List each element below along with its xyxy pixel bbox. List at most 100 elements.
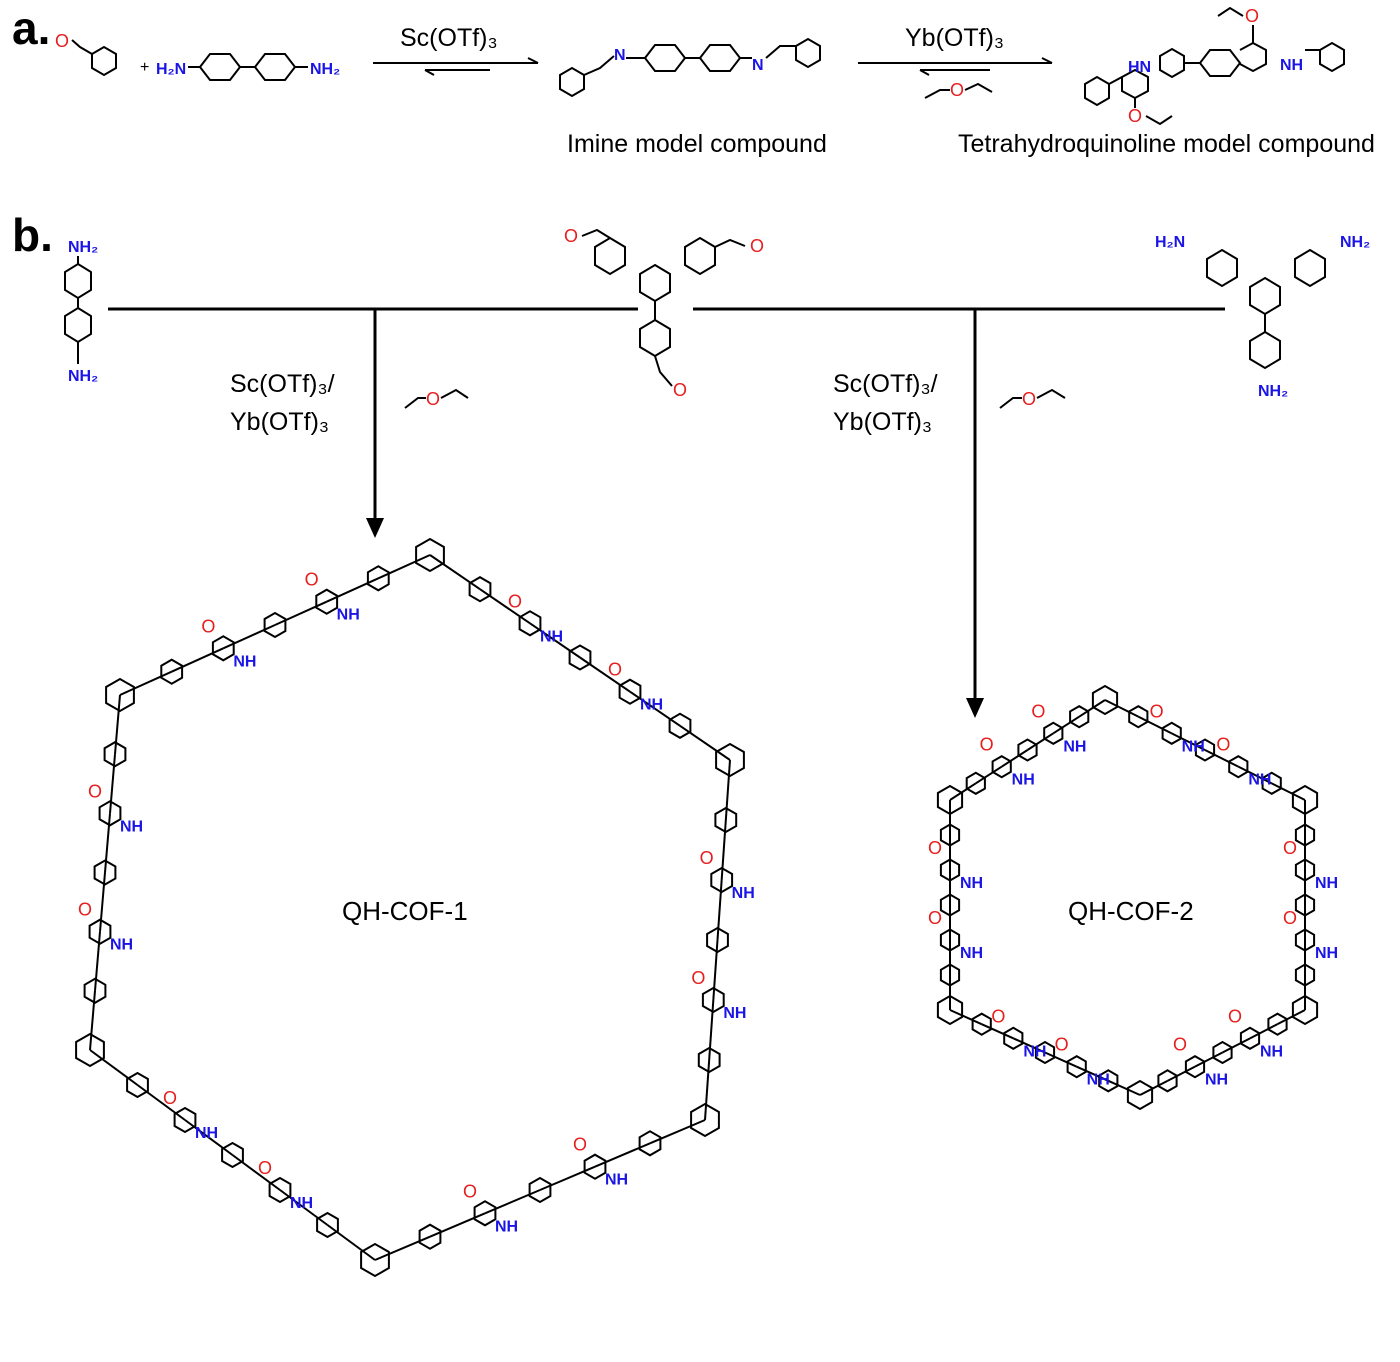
cof1-ether-o-label: O [163, 1088, 177, 1108]
cof2-linker-bond [1271, 782, 1306, 801]
cof2-ether-o-label: O [1031, 701, 1045, 721]
plus-sign: + [140, 59, 149, 76]
aldehyde-o-bottom: O [673, 380, 687, 400]
imine-model-compound-structure: N N [559, 37, 821, 98]
triamine-nh2-left: H₂N [1155, 234, 1185, 251]
cof1-linker-bond [429, 1212, 486, 1238]
cof1-linker-bond [99, 872, 106, 932]
cof1-linker-ring [528, 1176, 552, 1204]
cof1-linker-bond [484, 1189, 541, 1215]
catalyst-sc: Sc(OTf)₃ [400, 24, 498, 52]
cof2-linker-bond [1076, 1065, 1109, 1082]
cof1-nh-label: NH [540, 628, 563, 645]
cof1-linker-ring [418, 1223, 442, 1250]
cof1-linker-bond [704, 1059, 711, 1121]
cof1-ether-o-label: O [691, 968, 705, 988]
cof1-linker-ring [93, 859, 117, 886]
cof1-ether-o-label: O [258, 1158, 272, 1178]
cof1-linker-bond [724, 759, 731, 821]
thq-model-compound-structure: HN O NH O [1084, 6, 1345, 126]
cof2-linker-bond [1001, 749, 1029, 768]
cof2-linker-bond [1012, 1037, 1046, 1054]
cof2-linker-bond [1104, 699, 1139, 718]
cof2-nh-label: NH [1205, 1072, 1228, 1089]
cof1-linker-bond [222, 624, 276, 650]
cof2-linker-bond [1052, 715, 1080, 735]
cof1-linker-ring [103, 741, 127, 768]
cof2-nh-label: NH [1023, 1043, 1046, 1060]
thq-ether-oxygen-bottom: O [1128, 106, 1142, 126]
cof2-ether-o-label: O [1055, 1035, 1069, 1055]
cof2-linker-bond [1044, 1051, 1078, 1068]
qh-cof-2-linkers [949, 699, 1306, 1096]
thq-model-compound-label: Tetrahydroquinoline model compound [958, 130, 1375, 158]
cof2-linker-ring [1066, 1055, 1087, 1079]
benzidine-amine-right: NH₂ [310, 61, 340, 78]
cof2-linker-bond [981, 1023, 1014, 1040]
cof2-linker-bond [1171, 732, 1206, 751]
cof2-nh-label: NH [1182, 738, 1205, 755]
cof2-nh-label: NH [1012, 772, 1035, 789]
equilibrium-arrow-1: Sc(OTf)₃ [373, 24, 539, 76]
cof2-linker-bond [1237, 765, 1273, 785]
cof1-linker-bond [326, 577, 379, 603]
cof1-node-ring [75, 1032, 105, 1068]
cof1-nh-label: NH [640, 697, 663, 714]
cof1-linker-bond [184, 1119, 234, 1156]
cof2-nh-label: NH [1248, 772, 1271, 789]
cof2-linker-bond [1222, 1037, 1251, 1054]
cof2-nh-label: NH [1315, 945, 1338, 962]
cof1-nh-label: NH [495, 1218, 518, 1235]
cof2-ether-o-label: O [980, 735, 994, 755]
qh-cof-2-label: QH-COF-2 [1068, 896, 1194, 926]
cof2-ether-o-label: O [1283, 838, 1297, 858]
cof1-ether-o-label: O [201, 616, 215, 636]
cof2-linker-ring [1034, 1040, 1056, 1065]
cof2-ether-o-label: O [991, 1006, 1005, 1026]
cof1-nh-label: NH [337, 607, 360, 624]
cof1-linker-ring [83, 977, 107, 1004]
cof2-node-ring [1091, 684, 1119, 716]
cof1-linker-bond [594, 1142, 651, 1168]
cof1-linker-bond [136, 1084, 186, 1121]
benzidine-nh2-top: NH₂ [68, 239, 98, 256]
catalyst-left-line2: Yb(OTf)₃ [230, 408, 329, 436]
cof1-linker-bond [629, 690, 681, 727]
cof2-linker-bond [1194, 1051, 1223, 1068]
cof1-linker-ring [315, 588, 339, 615]
cof1-linker-bond [679, 725, 731, 761]
cof1-nh-label: NH [120, 818, 143, 835]
cof1-nh-label: NH [723, 1005, 746, 1022]
benzidine-amine-left: H₂N [156, 61, 186, 78]
cof2-linker-bond [1107, 1079, 1141, 1096]
cof1-nh-label: NH [605, 1172, 628, 1189]
cof1-linker-ring [366, 565, 390, 592]
imine-n-right: N [752, 57, 764, 74]
cof1-ether-o-label: O [88, 781, 102, 801]
cof1-linker-bond [109, 754, 116, 814]
thq-ether-oxygen-top: O [1245, 6, 1259, 26]
cof2-linker-ring [971, 1012, 992, 1036]
cof1-linker-bond [479, 588, 531, 625]
cof1-linker-bond [231, 1154, 281, 1191]
catalyst-left-line1: Sc(OTf)₃/ [230, 370, 335, 398]
cof2-nh-label: NH [1063, 738, 1086, 755]
cof1-linker-bond [94, 931, 101, 991]
thq-nh-right: NH [1280, 57, 1303, 74]
cof2-nh-label: NH [1315, 875, 1338, 892]
cof1-linker-ring [316, 1211, 339, 1239]
vinyl-ether-right: O [999, 388, 1066, 409]
benzaldehyde-oxygen: O [55, 31, 69, 51]
cof2-linker-bond [1139, 1079, 1168, 1096]
cof1-node-ring [690, 1102, 720, 1138]
cof1-linker-bond [104, 813, 111, 873]
benzidine: H₂N NH₂ [156, 53, 340, 81]
cof2-linker-bond [1204, 749, 1239, 768]
reaction-arrows-b [108, 307, 1225, 718]
triamine-monomer: H₂N NH₂ NH₂ [1155, 234, 1370, 400]
cof1-linker-bond [649, 1119, 706, 1145]
vinyl-ether-left-o: O [426, 389, 440, 409]
